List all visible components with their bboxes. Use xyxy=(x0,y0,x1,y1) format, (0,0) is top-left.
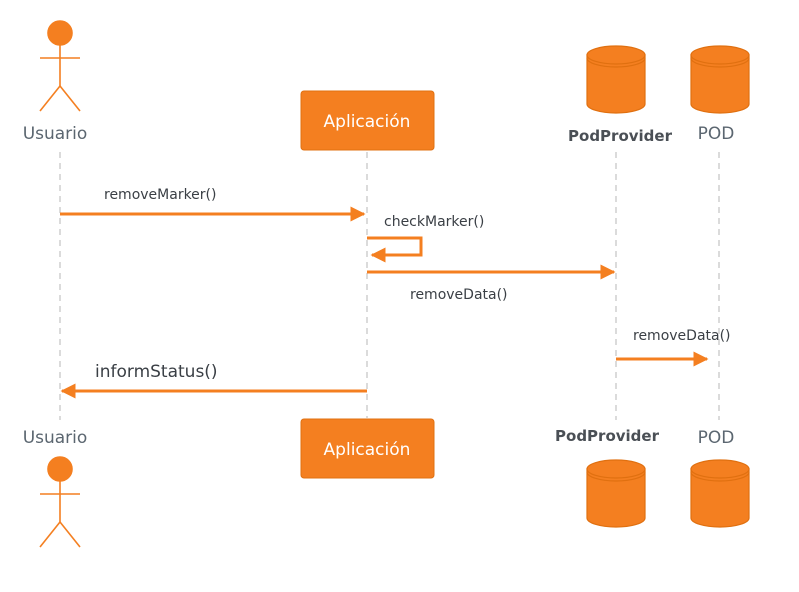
message-label-remove-data-1: removeData() xyxy=(410,287,508,303)
participant-aplicacion-bottom-box xyxy=(300,418,435,479)
message-label-inform-status: informStatus() xyxy=(95,362,218,382)
message-label-remove-data-2: removeData() xyxy=(633,328,731,344)
message-arrow-check-marker xyxy=(367,236,423,263)
participant-aplicacion-bottom: Aplicación xyxy=(324,440,411,460)
database-pod-top-icon xyxy=(690,45,750,114)
participant-aplicacion-top: Aplicación xyxy=(324,112,411,132)
participant-pod-top: POD xyxy=(698,124,735,144)
participant-usuario-top: Usuario xyxy=(23,124,88,144)
actor-usuario-bottom-icon xyxy=(39,456,81,548)
message-label-remove-marker: removeMarker() xyxy=(104,187,216,203)
database-podprovider-top-icon xyxy=(586,45,646,114)
message-label-check-marker: checkMarker() xyxy=(384,214,484,230)
actor-usuario-top-icon xyxy=(39,20,81,112)
database-pod-bottom-icon xyxy=(690,459,750,528)
participant-podprovider-top: PodProvider xyxy=(568,127,673,145)
participant-usuario-bottom: Usuario xyxy=(23,428,88,448)
participant-pod-bottom: POD xyxy=(698,428,735,448)
participant-podprovider-bottom: PodProvider xyxy=(555,427,660,445)
participant-aplicacion-top-box xyxy=(300,90,435,151)
database-podprovider-bottom-icon xyxy=(586,459,646,528)
